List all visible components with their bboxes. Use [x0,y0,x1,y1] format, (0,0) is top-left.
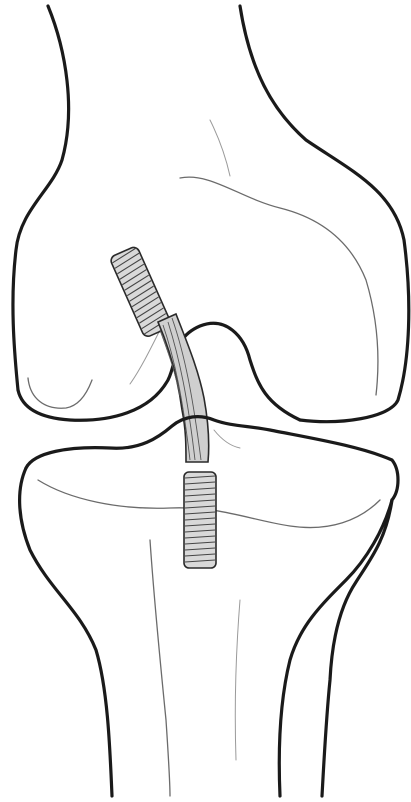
femur-intercondylar-line [180,177,378,395]
femur-surface-line [210,120,230,176]
tibial-interference-screw [184,472,216,568]
femur-notch-line [130,330,160,384]
femur [13,6,409,422]
fibula-edge [322,500,392,796]
femur-medial-condyle [18,323,300,420]
tibia-shaft-line [150,540,170,796]
femur-shaft-left-edge [13,6,69,390]
acl-graft [158,314,209,462]
tibia-tuberosity-line [235,600,240,760]
femur-medial-detail [28,378,92,408]
tibia-lateral-edge [279,500,392,796]
tibia-medial-edge [20,468,112,796]
tibia-spine-line [214,430,240,448]
femur-shaft-right-edge [240,6,409,422]
